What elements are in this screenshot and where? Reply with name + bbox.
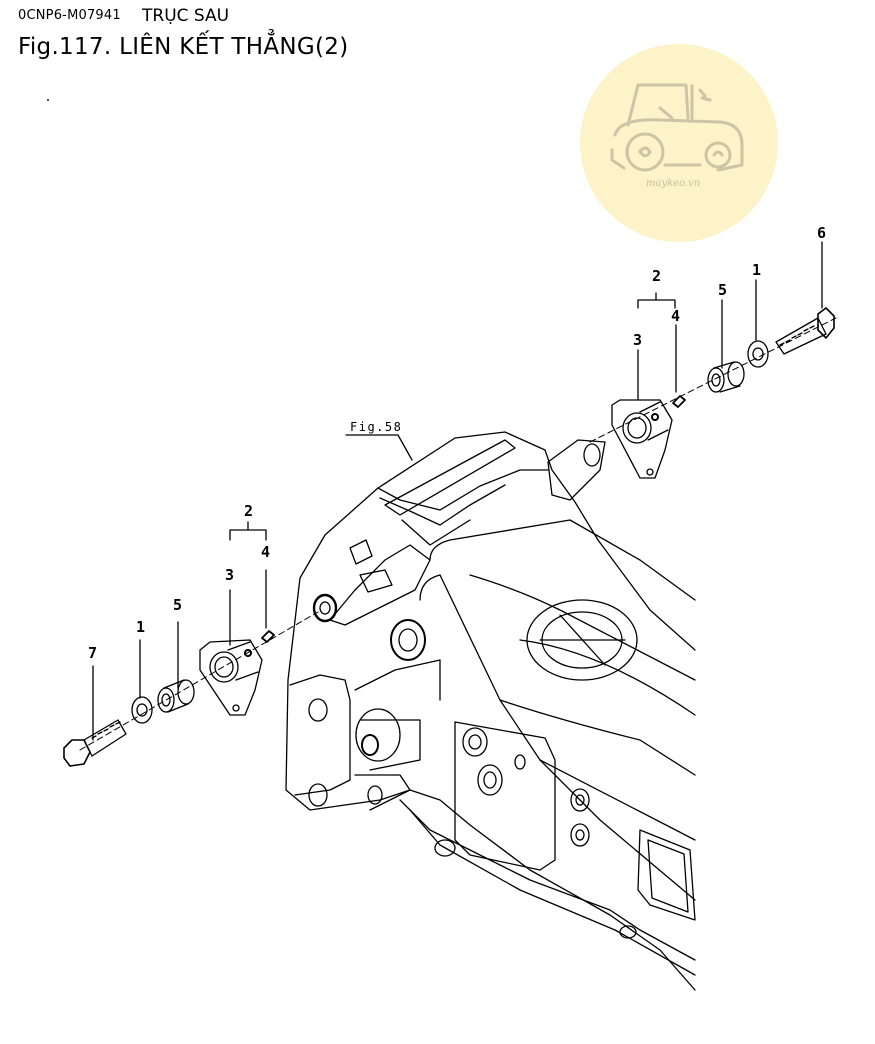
lower-label-bushing: 5 xyxy=(173,596,182,614)
upper-bolt xyxy=(775,307,835,355)
upper-bushing-housing xyxy=(611,399,673,479)
upper-label-nipple: 4 xyxy=(671,307,680,325)
upper-label-bolt: 6 xyxy=(817,224,826,242)
fig58-label: Fig.58 xyxy=(350,420,402,434)
lower-bushing xyxy=(157,679,195,713)
lower-label-group: 2 xyxy=(244,502,253,520)
watermark-text: maykeo.vn xyxy=(646,178,700,189)
stray-dot xyxy=(47,99,49,101)
lower-label-bolt: 7 xyxy=(88,644,97,662)
upper-washer xyxy=(747,340,769,368)
fig58-reference: Fig.58 xyxy=(345,420,413,461)
upper-label-washer: 1 xyxy=(752,261,761,279)
lower-grease-nipple xyxy=(261,630,275,643)
document-code: 0CNP6-M07941 xyxy=(18,8,121,23)
tractor-icon xyxy=(610,83,744,172)
upper-assembly: 2 3 4 5 1 6 xyxy=(547,224,837,501)
figure-title: Fig.117. LIÊN KẾT THẲNG(2) xyxy=(18,34,349,60)
lower-bushing-housing xyxy=(199,639,263,716)
watermark-logo: maykeo.vn xyxy=(580,44,778,242)
upper-label-housing: 3 xyxy=(633,331,642,349)
upper-bushing xyxy=(707,361,745,393)
upper-label-group: 2 xyxy=(652,267,661,285)
lower-assembly: 2 3 4 5 1 7 xyxy=(63,502,319,767)
lower-label-nipple: 4 xyxy=(261,543,270,561)
lower-label-washer: 1 xyxy=(136,618,145,636)
upper-label-bushing: 5 xyxy=(718,281,727,299)
rear-axle-housing xyxy=(285,431,696,991)
lower-label-housing: 3 xyxy=(225,566,234,584)
lower-bolt xyxy=(63,719,127,767)
section-name: TRỤC SAU xyxy=(142,6,230,26)
upper-grease-nipple xyxy=(672,395,686,408)
lower-washer xyxy=(131,696,153,724)
